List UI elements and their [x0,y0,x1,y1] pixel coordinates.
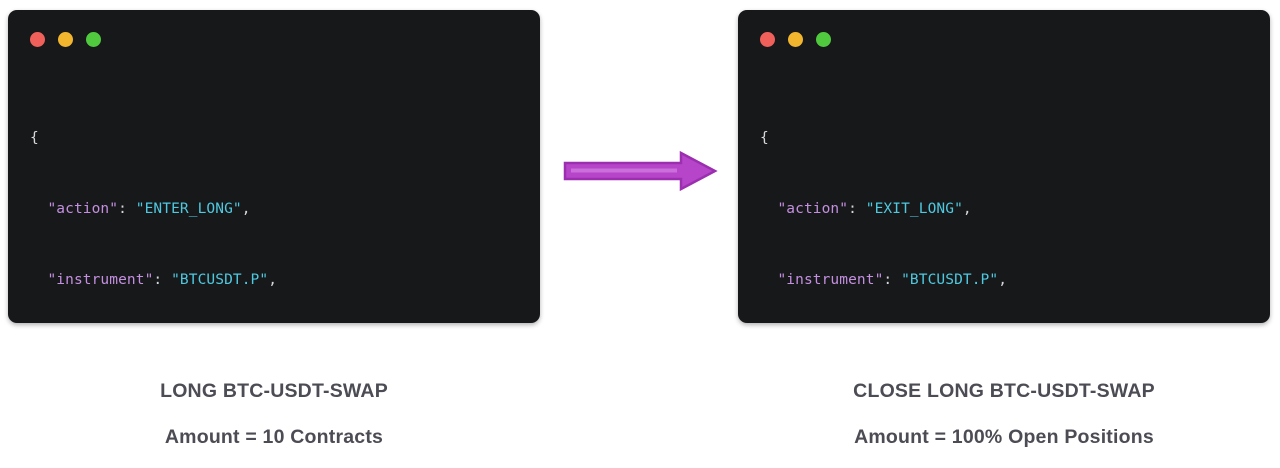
minimize-window-dot-icon[interactable] [58,31,73,47]
code-line-open-brace: { [760,130,769,147]
json-payload-enter-long: { "action": "ENTER_LONG", "instrument": … [30,80,528,323]
caption-subtitle: Amount = 100% Open Positions [854,426,1154,448]
code-line: "action": "ENTER_LONG", [47,200,251,217]
caption-enter-long: LONG BTC-USDT-SWAP Amount = 10 Contracts [8,368,540,460]
caption-title: LONG BTC-USDT-SWAP [160,380,388,402]
maximize-window-dot-icon[interactable] [816,31,831,47]
code-window-exit-long: { "action": "EXIT_LONG", "instrument": "… [738,10,1270,323]
caption-subtitle: Amount = 10 Contracts [164,426,384,448]
code-line-open-brace: { [30,130,39,147]
minimize-window-dot-icon[interactable] [788,31,803,47]
caption-exit-long: CLOSE LONG BTC-USDT-SWAP Amount = 100% O… [738,368,1270,460]
maximize-window-dot-icon[interactable] [86,31,101,47]
json-payload-exit-long: { "action": "EXIT_LONG", "instrument": "… [760,80,1258,323]
close-window-dot-icon[interactable] [30,31,45,47]
flow-arrow [563,150,718,192]
window-titlebar [738,10,1270,68]
code-window-enter-long: { "action": "ENTER_LONG", "instrument": … [8,10,540,323]
caption-title: CLOSE LONG BTC-USDT-SWAP [853,380,1155,402]
code-line: "instrument": "BTCUSDT.P", [777,271,1008,288]
window-titlebar [8,10,540,68]
code-line: "instrument": "BTCUSDT.P", [47,271,278,288]
arrow-highlight [571,168,677,173]
code-line: "action": "EXIT_LONG", [777,200,972,217]
right-arrow-icon [563,150,718,192]
close-window-dot-icon[interactable] [760,31,775,47]
